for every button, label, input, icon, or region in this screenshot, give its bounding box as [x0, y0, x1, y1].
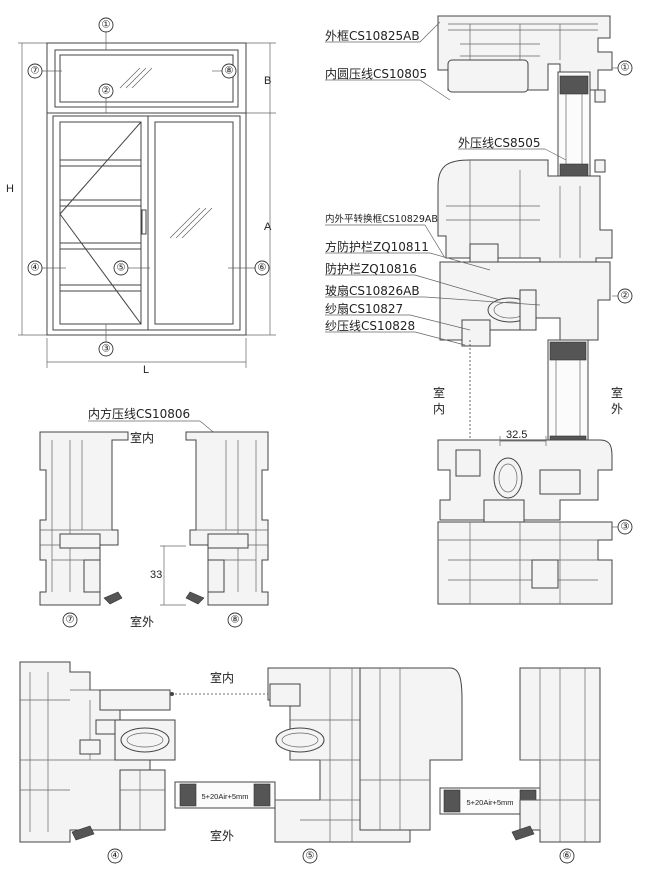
- svg-text:①: ①: [102, 20, 111, 31]
- label-guard: 防护栏ZQ10816: [325, 261, 417, 276]
- vsec-indoor-1: 室: [433, 385, 445, 400]
- svg-text:⑧: ⑧: [225, 66, 234, 77]
- vsec-callout-2: ②: [612, 288, 633, 304]
- elev-callout-1: ①: [98, 17, 114, 50]
- elev-callout-5: ⑤: [113, 260, 150, 276]
- svg-text:⑥: ⑥: [258, 263, 267, 274]
- label-inner-square-bead: 内方压线CS10806: [88, 406, 190, 421]
- side-callout-8: ⑧: [227, 612, 243, 628]
- elev-callout-6: ⑥: [228, 260, 270, 276]
- glass-spec-left: 5+20Air+5mm: [201, 792, 248, 801]
- svg-text:②: ②: [621, 291, 630, 302]
- svg-text:⑦: ⑦: [66, 615, 75, 626]
- vsec-outdoor-2: 外: [611, 402, 623, 416]
- side-indoor: 室内: [130, 430, 154, 445]
- hsec-callout-5: ⑤: [302, 848, 318, 864]
- vsec-callout-3: ③: [612, 519, 633, 535]
- elev-callout-3: ③: [98, 324, 114, 357]
- svg-text:⑤: ⑤: [117, 263, 126, 274]
- svg-text:④: ④: [111, 851, 120, 862]
- hsec-callout-4: ④: [107, 848, 123, 864]
- svg-text:⑥: ⑥: [563, 851, 572, 862]
- svg-text:⑤: ⑤: [306, 851, 315, 862]
- side-sections: 内方压线CS10806 室内 室外 33 ⑦ ⑧: [39, 406, 269, 629]
- elev-callout-4: ④: [27, 260, 66, 276]
- label-inner-round-bead: 内圆压线CS10805: [325, 67, 427, 81]
- dim-32-5: 32.5: [506, 429, 527, 441]
- label-glass-sash: 玻扇CS10826AB: [325, 283, 420, 298]
- label-square-guard: 方防护栏ZQ10811: [325, 239, 429, 254]
- label-outer-frame: 外框CS10825AB: [325, 29, 420, 43]
- svg-text:③: ③: [621, 522, 630, 533]
- label-outer-bead: 外压线CS8505: [458, 136, 541, 150]
- side-outdoor: 室外: [130, 614, 154, 629]
- window-elevation: H B A L: [6, 17, 276, 376]
- label-conversion-frame: 内外平转换框CS10829AB: [325, 213, 438, 225]
- svg-text:⑦: ⑦: [31, 66, 40, 77]
- svg-text:③: ③: [102, 344, 111, 355]
- svg-text:①: ①: [621, 63, 630, 74]
- vertical-section: 32.5 室 内 室 外 外框CS10825AB 内圆压线CS10805 外压线…: [325, 15, 633, 605]
- hsec-outdoor: 室外: [210, 828, 234, 843]
- svg-text:⑧: ⑧: [231, 615, 240, 626]
- hsec-indoor: 室内: [210, 670, 234, 685]
- dim-a: A: [264, 221, 272, 233]
- dim-33: 33: [150, 569, 162, 581]
- vsec-outdoor-1: 室: [611, 385, 623, 400]
- label-screen-bead: 纱压线CS10828: [325, 319, 415, 333]
- label-screen-sash: 纱扇CS10827: [325, 301, 403, 316]
- elev-callout-7: ⑦: [27, 63, 62, 79]
- vsec-callout-1: ①: [612, 60, 633, 76]
- elev-callout-2: ②: [98, 83, 114, 113]
- dim-h: H: [6, 183, 14, 195]
- svg-text:④: ④: [31, 263, 40, 274]
- horizontal-section: 室内 室外 5+20Air+5mm 5+20Air+5mm: [19, 661, 601, 864]
- vsec-indoor-2: 内: [433, 402, 445, 416]
- hsec-callout-6: ⑥: [559, 848, 575, 864]
- side-callout-7: ⑦: [62, 612, 78, 628]
- dim-b: B: [264, 75, 271, 87]
- dim-l: L: [143, 364, 149, 376]
- svg-text:②: ②: [102, 86, 111, 97]
- glass-spec-right: 5+20Air+5mm: [466, 798, 513, 807]
- elev-callout-8: ⑧: [212, 63, 237, 79]
